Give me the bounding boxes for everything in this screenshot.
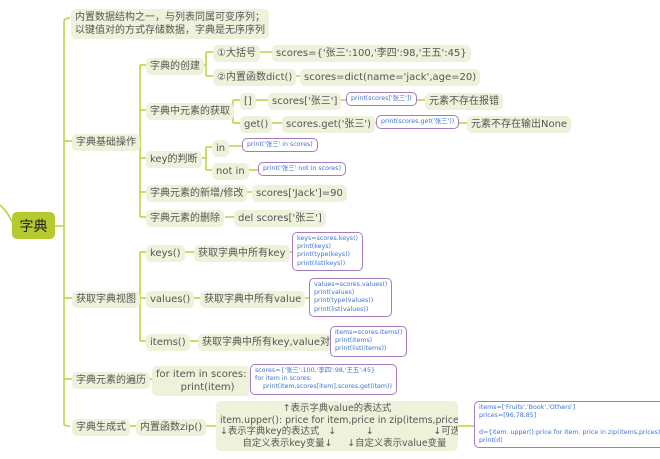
- keys-desc[interactable]: 获取字典中所有key: [194, 245, 290, 262]
- access-node[interactable]: 字典中元素的获取: [146, 103, 234, 120]
- key-in-code[interactable]: print('张三' in scores): [242, 138, 318, 153]
- delete-node[interactable]: 字典元素的删除: [146, 210, 224, 227]
- values-desc[interactable]: 获取字典中所有value: [200, 291, 306, 308]
- root-node[interactable]: 字典: [12, 212, 55, 239]
- access-brackets-expr[interactable]: scores['张三']: [268, 93, 342, 110]
- access-brackets-print[interactable]: print(scores['张三']): [346, 92, 417, 107]
- access-get-note[interactable]: 元素不存在输出None: [467, 116, 572, 133]
- access-brackets-node[interactable]: []: [240, 93, 256, 110]
- access-get-print[interactable]: print(scores.get('张三')): [376, 115, 460, 130]
- views-node[interactable]: 获取字典视图: [72, 291, 140, 308]
- creation-node[interactable]: 字典的创建: [146, 58, 204, 75]
- values-node[interactable]: values(): [146, 291, 195, 308]
- key-in-node[interactable]: in: [212, 140, 230, 157]
- iteration-code[interactable]: scores={'张三':100,'李四':98,'王五':45} for it…: [250, 364, 397, 395]
- delete-code[interactable]: del scores['张三']: [234, 210, 326, 227]
- key-not-in-node[interactable]: not in: [212, 163, 249, 180]
- zip-node[interactable]: 内置函数zip(): [136, 419, 207, 436]
- items-desc[interactable]: 获取字典中所有key,value对: [198, 334, 334, 351]
- access-get-node[interactable]: get(): [240, 116, 273, 133]
- comprehension-node[interactable]: 字典生成式: [72, 419, 130, 436]
- description-node[interactable]: 内置数据结构之一，与列表同属可变序列； 以键值对的方式存储数据，字典是无序序列: [71, 9, 269, 39]
- creation-braces-code[interactable]: scores={'张三':100,'李四':98,'王五':45}: [272, 45, 471, 62]
- creation-braces-node[interactable]: ①大括号: [213, 45, 260, 62]
- access-get-expr[interactable]: scores.get('张三'): [282, 116, 375, 133]
- comprehension-explain[interactable]: ↑表示字典value的表达式 item.upper(): price for i…: [216, 401, 458, 451]
- basic-ops-node[interactable]: 字典基础操作: [72, 134, 140, 151]
- creation-dict-code[interactable]: scores=dict(name='jack',age=20): [300, 69, 481, 86]
- keys-node[interactable]: keys(): [146, 245, 185, 262]
- items-code[interactable]: items=scores.items() print(items) print(…: [330, 326, 408, 357]
- keys-code[interactable]: keys=scores.keys() print(keys) print(typ…: [292, 232, 363, 271]
- comprehension-code[interactable]: items=['Fruits','Book','Others'] prices=…: [474, 401, 660, 449]
- add-modify-code[interactable]: scores['Jack']=90: [252, 185, 347, 202]
- creation-dict-node[interactable]: ②内置函数dict(): [213, 69, 297, 86]
- values-code[interactable]: values=scores.values() print(values) pri…: [309, 278, 393, 317]
- access-brackets-note[interactable]: 元素不存在报错: [425, 93, 503, 110]
- key-check-node[interactable]: key的判断: [146, 151, 202, 168]
- add-modify-node[interactable]: 字典元素的新增/修改: [146, 185, 248, 202]
- items-node[interactable]: items(): [146, 334, 190, 351]
- iteration-loop[interactable]: for item in scores: print(item): [152, 366, 251, 396]
- key-not-in-code[interactable]: print('张三' not in scores): [258, 162, 347, 177]
- iteration-node[interactable]: 字典元素的遍历: [72, 372, 150, 389]
